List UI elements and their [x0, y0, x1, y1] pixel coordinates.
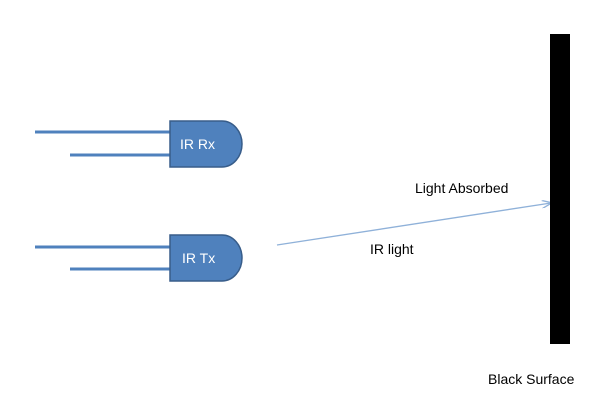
light-absorbed-label: Light Absorbed — [415, 180, 508, 196]
receiver-label: IR Rx — [180, 136, 215, 152]
ir-light-label: IR light — [370, 241, 414, 257]
black-surface — [550, 34, 570, 344]
led-icon — [169, 234, 243, 282]
ir-transmitter-led: IR Tx — [35, 234, 243, 282]
transmitter-label: IR Tx — [182, 250, 215, 266]
led-icon — [169, 120, 243, 168]
ir-receiver-led: IR Rx — [35, 120, 243, 168]
arrow-icon — [276, 203, 551, 246]
black-surface-label: Black Surface — [488, 371, 575, 387]
